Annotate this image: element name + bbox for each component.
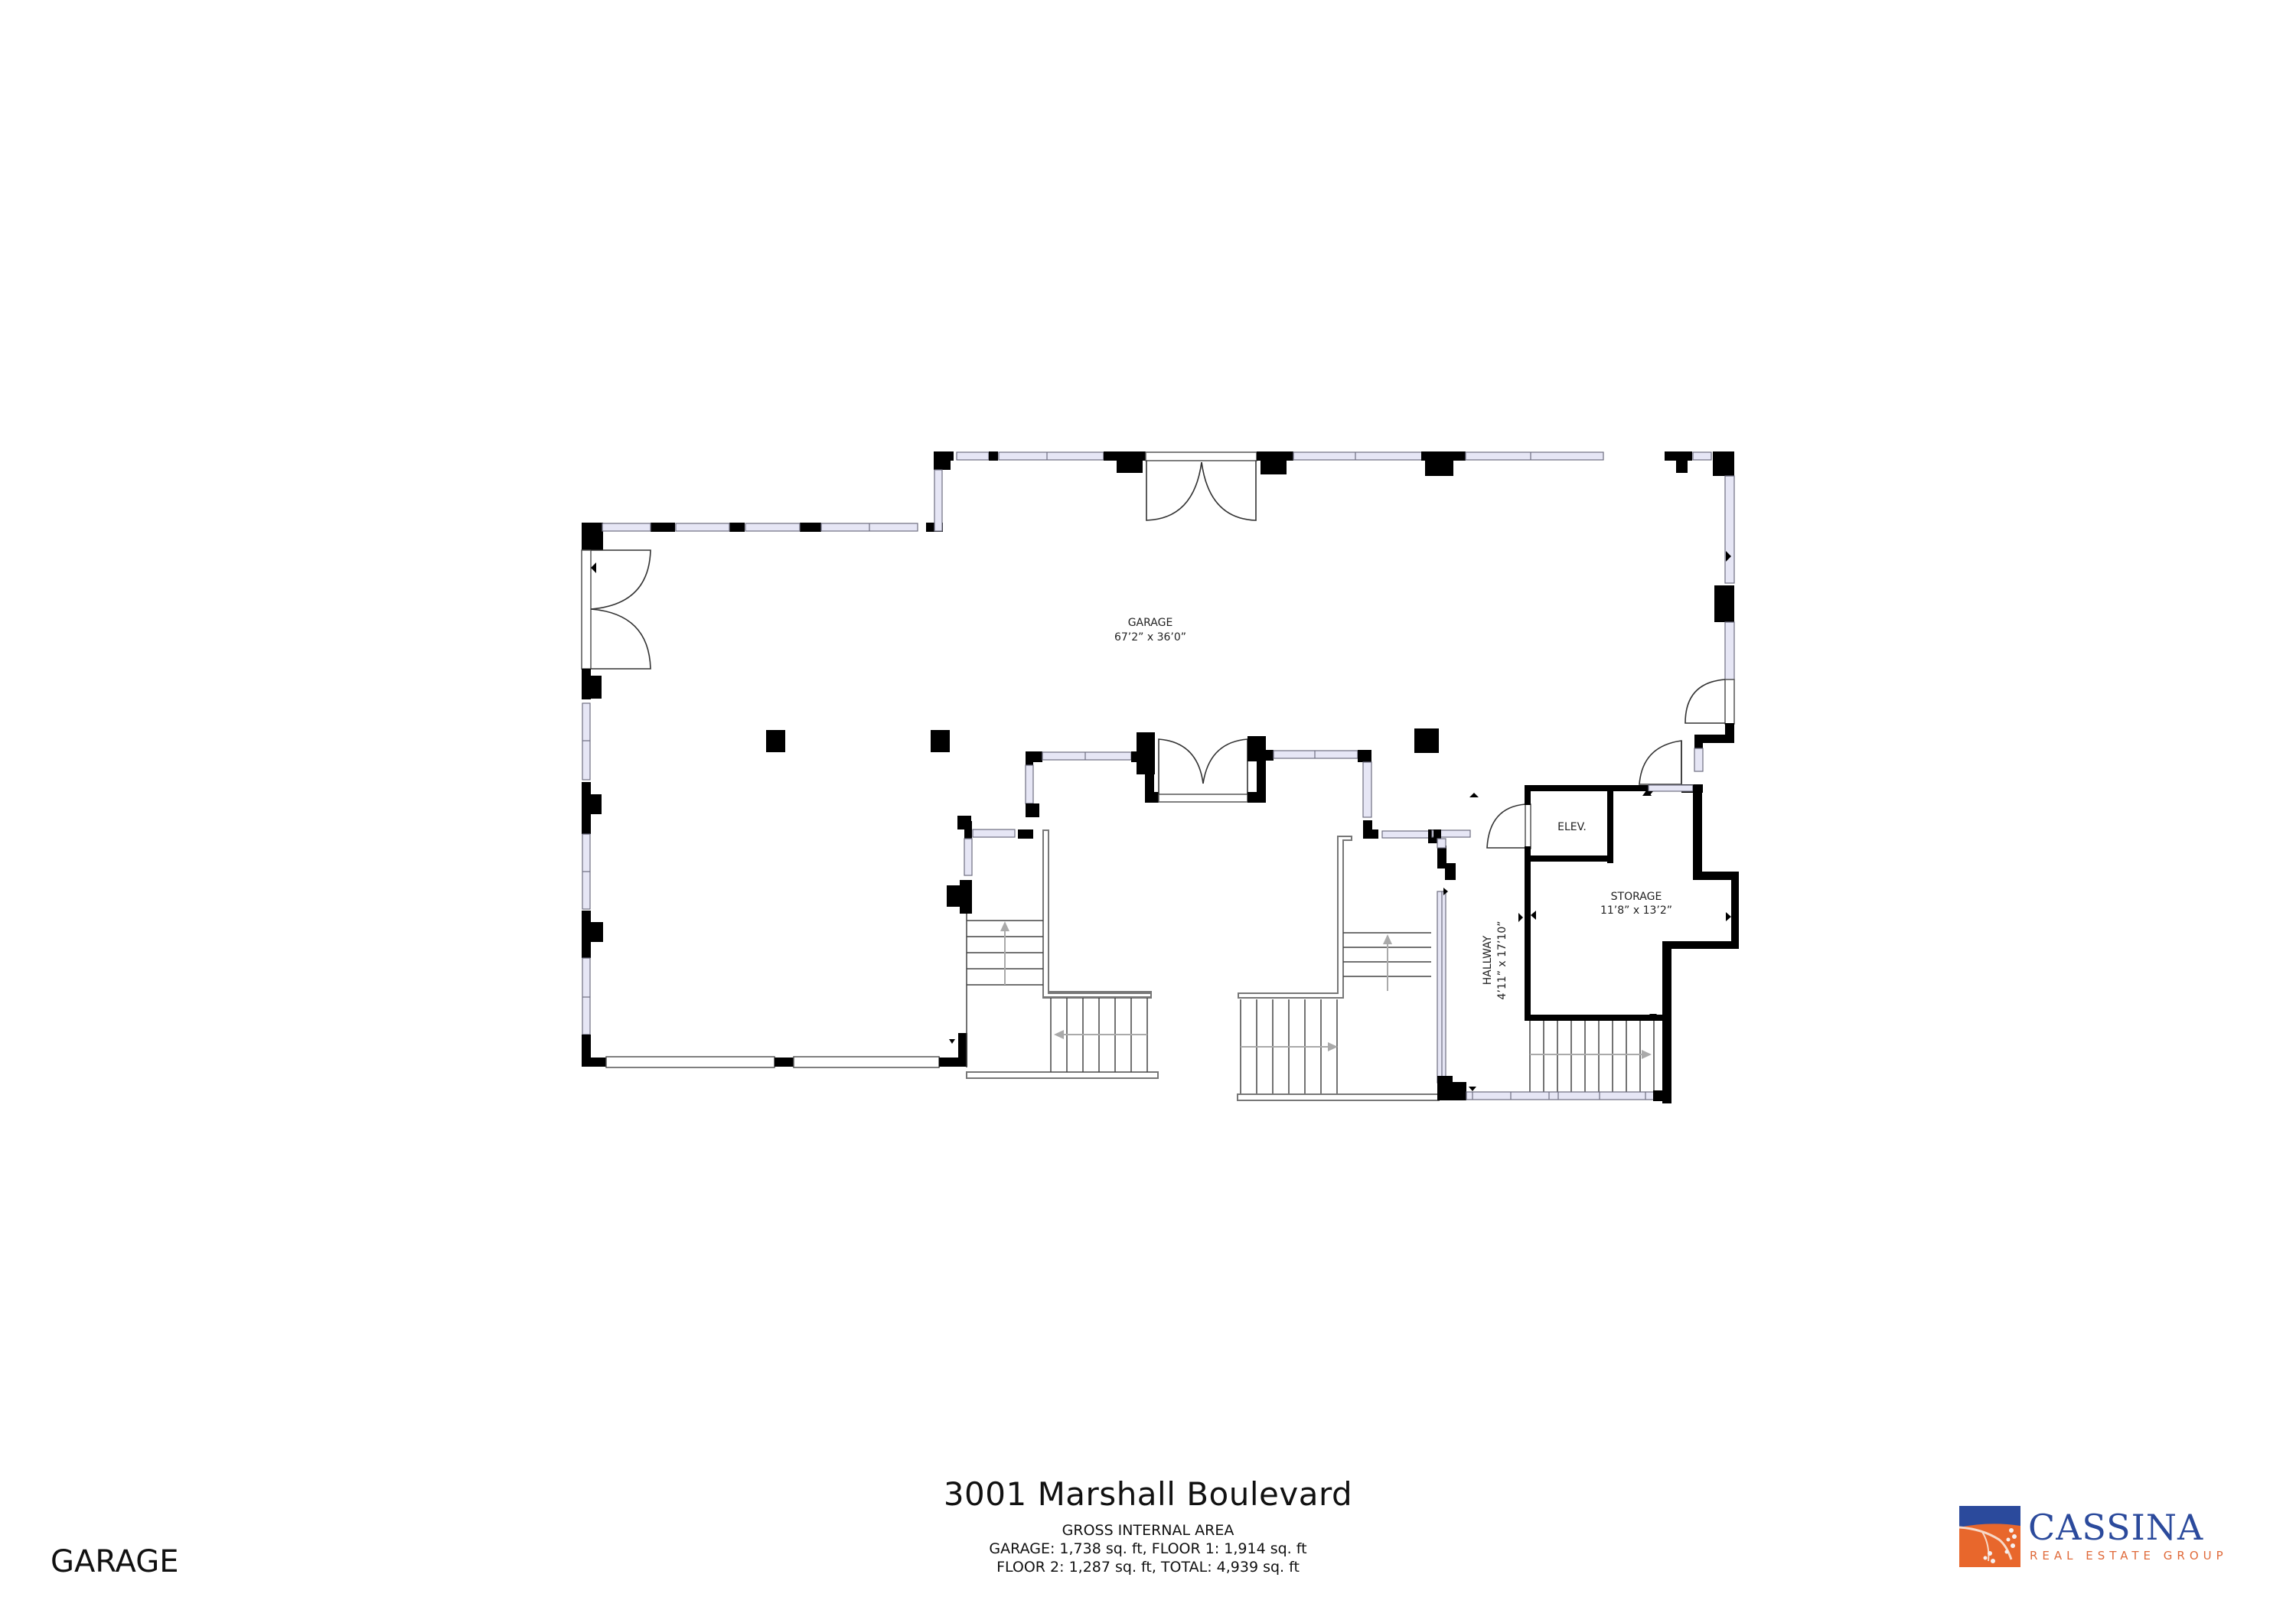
gross-area-heading: GROSS INTERNAL AREA	[1062, 1522, 1234, 1539]
right-stairs	[1237, 829, 1471, 1101]
room-label-hallway: HALLWAY	[1482, 935, 1494, 985]
gross-internal-area: GROSS INTERNAL AREA GARAGE: 1,738 sq. ft…	[0, 1521, 2296, 1576]
garage-walls	[581, 451, 1735, 1068]
center-alcove-walls	[947, 732, 1437, 914]
logo-wordmark: CASSINA	[2028, 1507, 2204, 1548]
property-address: 3001 Marshall Boulevard	[943, 1475, 1353, 1513]
gross-area-line-2: FLOOR 2: 1,287 sq. ft, TOTAL: 4,939 sq. …	[996, 1559, 1300, 1576]
left-stairs	[966, 829, 1159, 1079]
logo-branch-icon	[1959, 1506, 2020, 1567]
gross-area-line-1: GARAGE: 1,738 sq. ft, FLOOR 1: 1,914 sq.…	[989, 1540, 1307, 1557]
room-dims-garage: 67’2” x 36’0”	[1114, 631, 1186, 644]
logo-tagline: REAL ESTATE GROUP	[2030, 1549, 2228, 1563]
room-label-storage: STORAGE	[1611, 891, 1662, 903]
storage-elevator-walls	[1466, 784, 1739, 1103]
cassina-logo: CASSINA REAL ESTATE GROUP	[1959, 1506, 2250, 1575]
room-label-elevator: ELEV.	[1557, 821, 1587, 833]
floor-name-label: GARAGE	[51, 1544, 179, 1579]
room-label-garage: GARAGE	[1128, 617, 1173, 629]
room-dims-storage: 11’8” x 13’2”	[1600, 904, 1672, 917]
room-dims-hallway: 4’11” x 17’10”	[1496, 921, 1508, 1000]
